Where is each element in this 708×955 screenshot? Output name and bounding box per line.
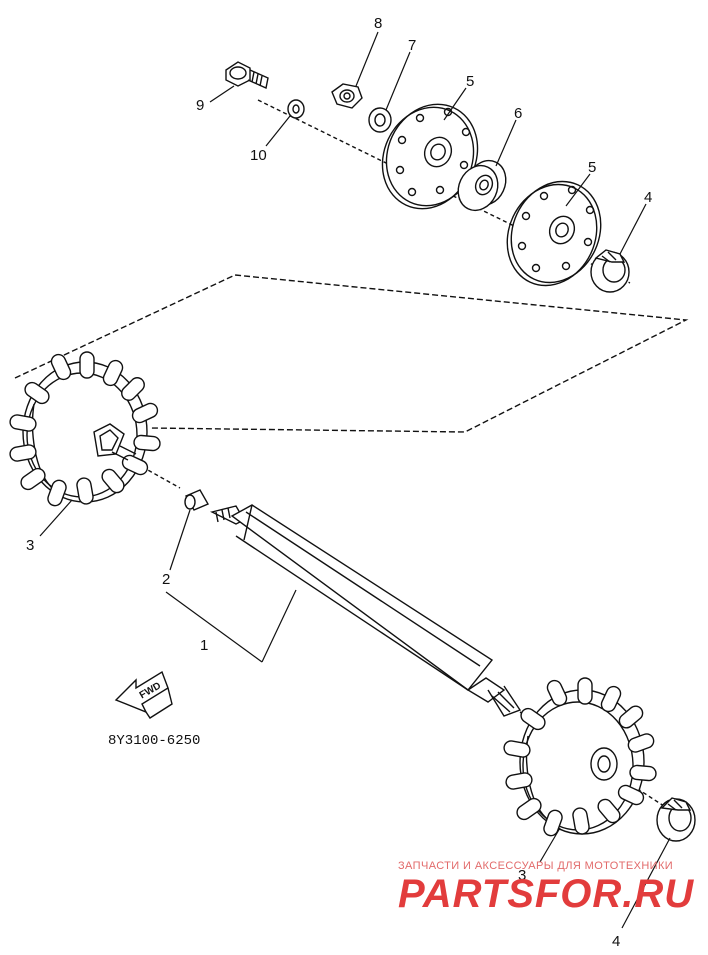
bearing-part-6 [457, 159, 507, 212]
label-part-4-lower: 4 [612, 933, 620, 950]
label-part-6: 6 [514, 105, 522, 122]
bolt-part-9 [225, 61, 269, 89]
label-part-9: 9 [196, 97, 204, 114]
label-part-3-right: 3 [518, 867, 526, 884]
lockwasher-part-7 [368, 107, 392, 133]
label-part-2: 2 [162, 571, 170, 588]
label-part-7: 7 [408, 37, 416, 54]
pin-part-2 [184, 489, 209, 511]
nut-part-8 [331, 83, 363, 109]
watermark-logo: PARTSFOR.RU [398, 872, 695, 916]
sprocket-part-3-left [9, 351, 161, 507]
watermark-tagline: ЗАПЧАСТИ И АКСЕССУАРЫ ДЛЯ МОТОТЕХНИКИ [398, 860, 674, 872]
label-part-3-left: 3 [26, 537, 34, 554]
washer-part-10 [287, 99, 305, 119]
label-part-5-lower: 5 [588, 159, 596, 176]
label-part-1: 1 [200, 637, 208, 654]
label-part-5-upper: 5 [466, 73, 474, 90]
label-part-10: 10 [250, 147, 267, 164]
clip-part-4-upper [590, 249, 630, 293]
shaft-part-1 [209, 504, 522, 717]
label-part-4-upper: 4 [644, 189, 652, 206]
leader-lines [39, 31, 671, 929]
drawing-code: 8Y3100-6250 [108, 733, 200, 749]
fwd-arrow-icon [114, 670, 173, 719]
wheel-plate-part-5-lower [506, 180, 602, 287]
clip-part-4-lower [656, 797, 696, 842]
sprocket-part-3-right [503, 677, 657, 837]
assembly-outline [14, 274, 689, 433]
label-part-8: 8 [374, 15, 382, 32]
